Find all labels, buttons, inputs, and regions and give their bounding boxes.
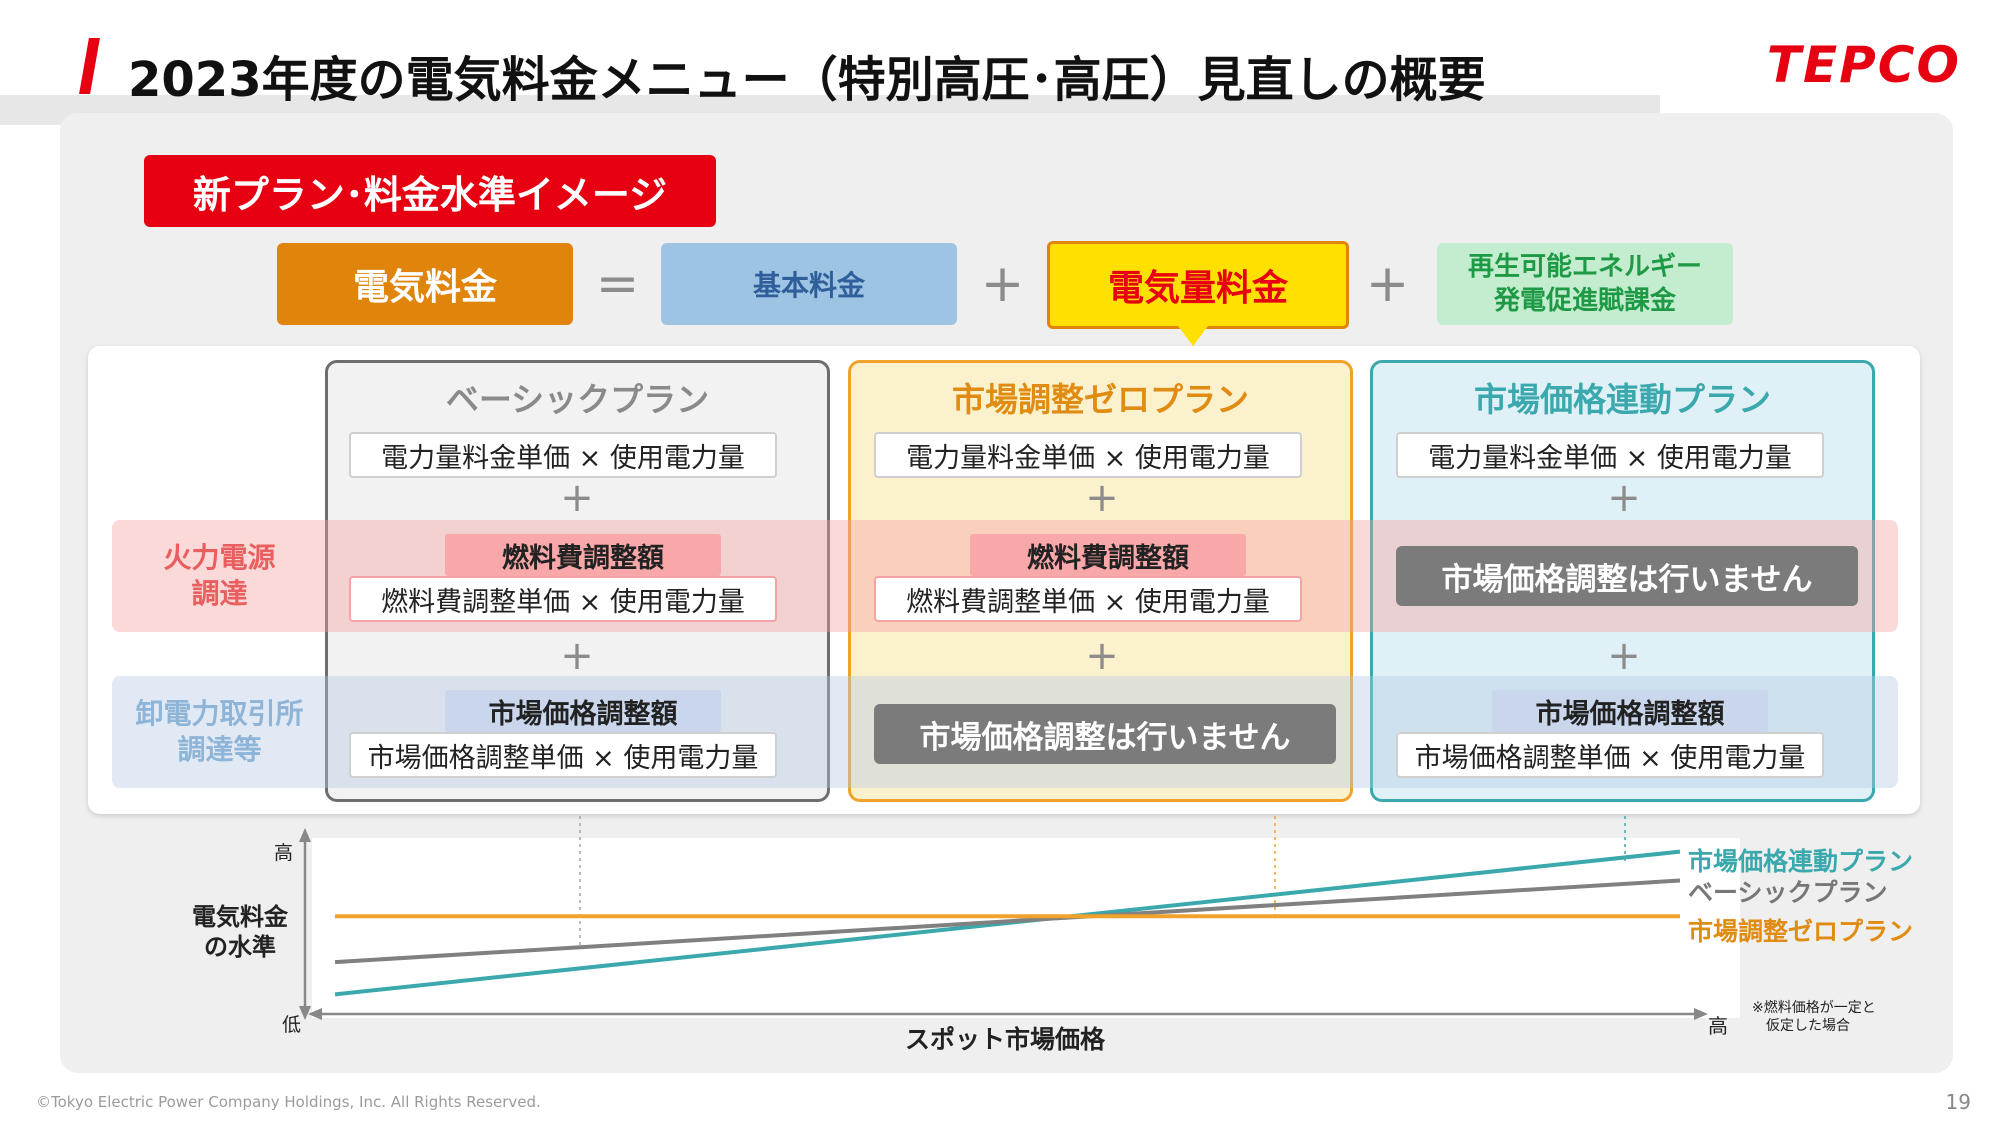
formula-plus-sign: + bbox=[980, 254, 1025, 314]
energy-formula-market-zero: 電力量料金単価 × 使用電力量 bbox=[874, 432, 1302, 478]
y-axis-title: 電気料金 の水準 bbox=[180, 902, 300, 962]
x-axis-title: スポット市場価格 bbox=[904, 1025, 1105, 1054]
page-title: 2023年度の電気料金メニュー（特別高圧･高圧）見直しの概要 bbox=[128, 52, 1486, 108]
row-label-wholesale-line1: 卸電力取引所 bbox=[135, 697, 304, 730]
market-formula-market-linked: 市場価格調整単価 × 使用電力量 bbox=[1396, 732, 1824, 778]
plus-sign: + bbox=[560, 633, 594, 679]
y-axis-arrow-down bbox=[299, 1006, 311, 1020]
series-label-market-linked: 市場価格連動プラン bbox=[1688, 847, 1914, 876]
plus-sign: + bbox=[1607, 633, 1641, 679]
footnote-line2: 仮定した場合 bbox=[1766, 1018, 1850, 1034]
y-axis-arrow-up bbox=[299, 828, 311, 842]
energy-formula-basic: 電力量料金単価 × 使用電力量 bbox=[349, 432, 777, 478]
formula-total-box: 電気料金 bbox=[277, 243, 573, 325]
formula-renewable-levy-box: 再生可能エネルギー 発電促進賦課金 bbox=[1437, 243, 1733, 325]
chart-footnote: ※燃料価格が一定と 仮定した場合 bbox=[1752, 999, 1876, 1035]
plan-title-basic: ベーシックプラン bbox=[445, 380, 710, 419]
y-axis-high-label: 高 bbox=[274, 842, 294, 864]
row-label-wholesale: 卸電力取引所 調達等 bbox=[112, 676, 327, 788]
x-axis-arrow-left bbox=[308, 1008, 322, 1020]
chart-series-group bbox=[334, 849, 1681, 997]
row-label-thermal-line2: 調達 bbox=[191, 577, 248, 610]
market-adjustment-tag-market-linked: 市場価格調整額 bbox=[1492, 690, 1768, 732]
series-label-market-zero: 市場調整ゼロプラン bbox=[1688, 917, 1914, 946]
row-label-wholesale-line2: 調達等 bbox=[177, 733, 262, 766]
section-label: 新プラン･料金水準イメージ bbox=[144, 155, 716, 227]
fuel-formula-market-zero: 燃料費調整単価 × 使用電力量 bbox=[874, 576, 1302, 622]
y-axis-title-line2: の水準 bbox=[204, 933, 276, 961]
fuel-adjustment-tag-market-zero: 燃料費調整額 bbox=[970, 534, 1246, 576]
fuel-formula-basic: 燃料費調整単価 × 使用電力量 bbox=[349, 576, 777, 622]
series-line-basic bbox=[334, 878, 1681, 965]
plan-title-market-zero: 市場調整ゼロプラン bbox=[952, 380, 1249, 419]
row-label-thermal: 火力電源 調達 bbox=[112, 520, 327, 632]
y-axis-title-line1: 電気料金 bbox=[192, 903, 288, 931]
formula-basic-charge-box: 基本料金 bbox=[661, 243, 957, 325]
plan-title-market-linked: 市場価格連動プラン bbox=[1474, 380, 1771, 419]
company-logo: TEPCO bbox=[1766, 36, 1961, 94]
copyright-text: ©Tokyo Electric Power Company Holdings, … bbox=[36, 1093, 541, 1111]
energy-formula-market-linked: 電力量料金単価 × 使用電力量 bbox=[1396, 432, 1824, 478]
market-adjustment-tag-basic: 市場価格調整額 bbox=[445, 690, 721, 732]
page-number: 19 bbox=[1945, 1090, 1971, 1114]
plus-sign: + bbox=[560, 475, 594, 521]
renewable-levy-line1: 再生可能エネルギー bbox=[1467, 252, 1702, 282]
series-label-basic: ベーシックプラン bbox=[1688, 878, 1888, 907]
fuel-adjustment-tag-basic: 燃料費調整額 bbox=[445, 534, 721, 576]
plus-sign: + bbox=[1085, 475, 1119, 521]
market-formula-basic: 市場価格調整単価 × 使用電力量 bbox=[349, 732, 777, 778]
footnote-line1: ※燃料価格が一定と bbox=[1752, 1000, 1876, 1016]
formula-plus-sign: + bbox=[1365, 254, 1410, 314]
y-axis-low-label: 低 bbox=[282, 1014, 302, 1036]
no-adjustment-box-market-linked: 市場価格調整は行いません bbox=[1396, 546, 1858, 606]
x-axis-high-label: 高 bbox=[1708, 1014, 1728, 1038]
plus-sign: + bbox=[1085, 633, 1119, 679]
formula-energy-charge-box: 電気量料金 bbox=[1047, 241, 1349, 329]
row-label-thermal-line1: 火力電源 bbox=[163, 541, 276, 574]
renewable-levy-line2: 発電促進賦課金 bbox=[1493, 286, 1676, 316]
title-accent-bar bbox=[79, 38, 100, 94]
chart-plot-background bbox=[312, 838, 1740, 1018]
plus-sign: + bbox=[1607, 475, 1641, 521]
x-axis-arrow-right bbox=[1694, 1008, 1708, 1020]
callout-pointer bbox=[1175, 322, 1211, 346]
price-level-chart bbox=[299, 816, 1740, 1020]
formula-equals-sign: = bbox=[595, 254, 640, 314]
no-market-adjustment-box-market-zero: 市場価格調整は行いません bbox=[874, 704, 1336, 764]
